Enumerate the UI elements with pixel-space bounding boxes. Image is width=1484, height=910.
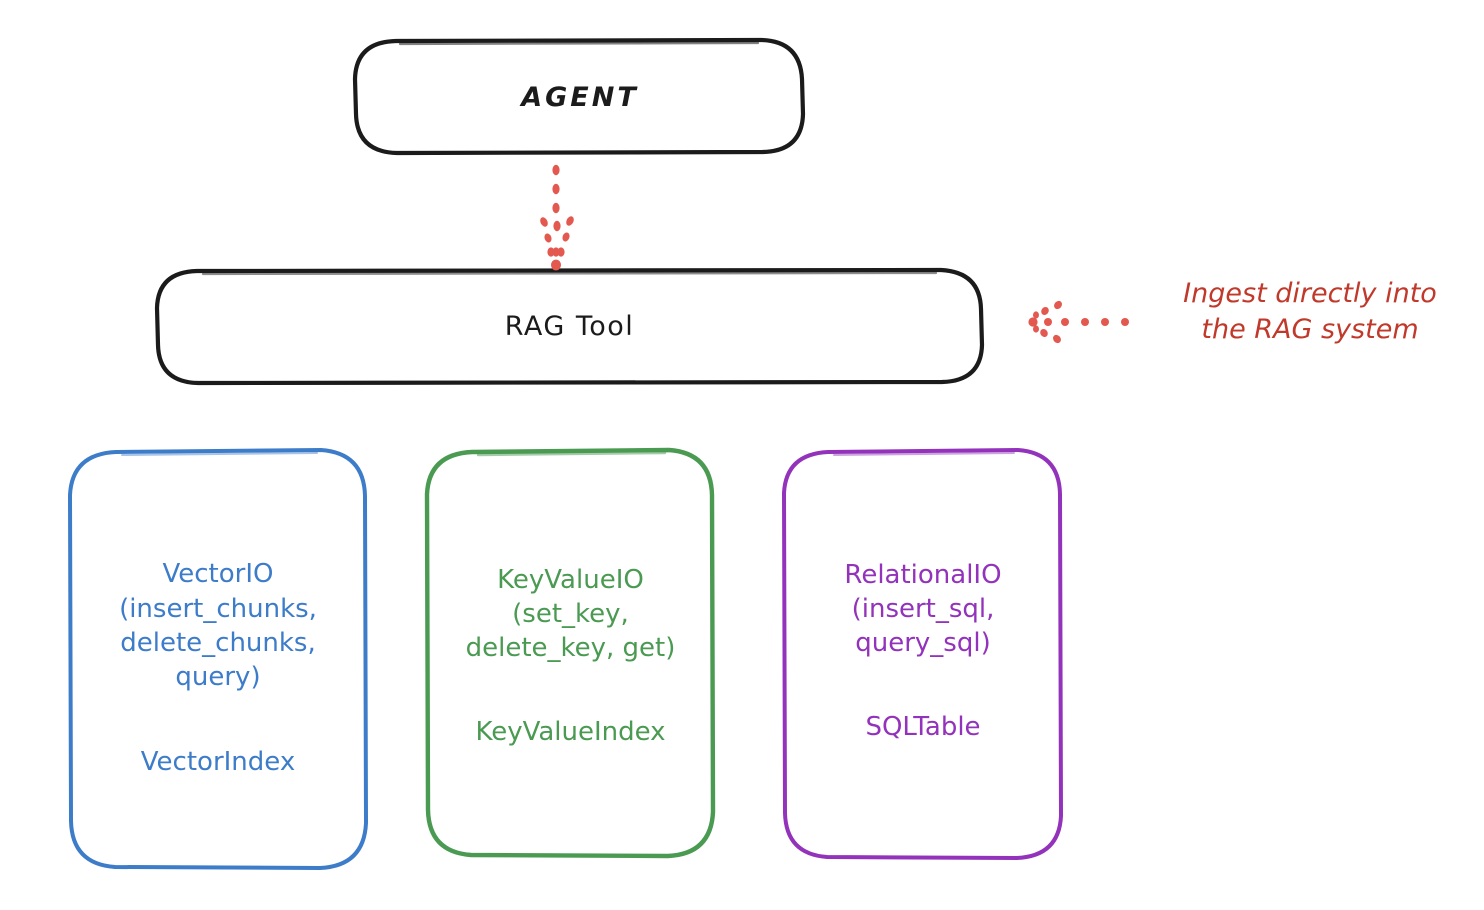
node-rag-tool[interactable]: RAG Tool [157, 270, 982, 383]
agent-box-outline [352, 37, 806, 156]
node-key-value-io[interactable]: KeyValueIO (set_key, delete_key, get) Ke… [428, 450, 713, 856]
vector-io-api-label: VectorIO (insert_chunks, delete_chunks, … [119, 559, 317, 693]
vector-io-index-label: VectorIndex [140, 746, 296, 777]
rag-tool-label: RAG Tool [504, 311, 635, 342]
relational-io-index-label: SQLTable [865, 712, 981, 743]
relational-io-box-outline [782, 448, 1063, 860]
key-value-io-box-outline [424, 447, 716, 859]
ingest-arrow [1028, 300, 1129, 344]
node-relational-io[interactable]: RelationalIO (insert_sql, query_sql) SQL… [785, 450, 1061, 858]
relational-io-api-label: RelationalIO (insert_sql, query_sql) [844, 559, 1002, 659]
vector-io-box-outline [68, 448, 368, 870]
ingest-annotation-text: Ingest directly into the RAG system [1183, 278, 1437, 345]
rag-tool-box-outline [154, 267, 985, 386]
agent-label: AGENT [521, 81, 639, 113]
key-value-io-index-label: KeyValueIndex [475, 717, 666, 748]
node-vector-io[interactable]: VectorIO (insert_chunks, delete_chunks, … [70, 450, 366, 868]
key-value-io-api-label: KeyValueIO (set_key, delete_key, get) [465, 564, 676, 664]
node-agent[interactable]: AGENT [355, 40, 805, 154]
agent-to-rag-arrow [540, 164, 574, 271]
